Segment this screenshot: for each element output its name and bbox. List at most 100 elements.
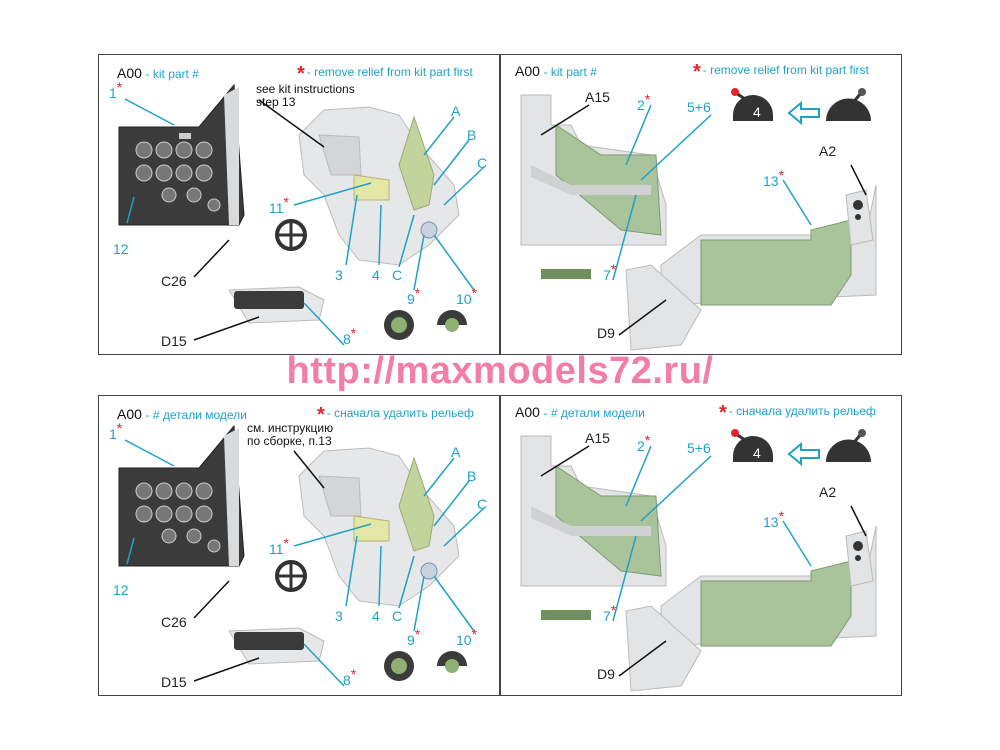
part-B-number: B — [467, 127, 476, 143]
legend-relief-text: - remove relief from kit part first — [703, 63, 869, 77]
part-1: 1* — [109, 426, 122, 442]
star-icon: * — [117, 79, 122, 95]
part-10-number: 10 — [456, 632, 472, 648]
part-C-lower-number: C — [392, 267, 402, 283]
star-icon: * — [472, 626, 477, 642]
label-A15: A15 — [585, 430, 610, 446]
part-4: 4 — [372, 608, 380, 624]
part-11-number: 11 — [269, 541, 284, 557]
part-13-number: 13 — [763, 173, 779, 189]
label-C26: C26 — [161, 614, 187, 630]
svg-text:4: 4 — [753, 445, 761, 461]
part-3-number: 3 — [335, 267, 343, 283]
part-8: 8* — [343, 331, 356, 347]
part-B: B — [467, 468, 476, 484]
star-icon: * — [415, 626, 420, 642]
part-5-6-number: 5+6 — [687, 440, 711, 456]
legend-relief: *- сначала удалить рельеф — [719, 402, 876, 425]
star-icon: * — [117, 420, 122, 436]
panel-ru-right: 4 A00 - # детали модели *- сначала удали… — [500, 395, 902, 696]
part-3: 3 — [335, 267, 343, 283]
star-icon: * — [351, 325, 356, 341]
part-7: 7* — [603, 267, 616, 283]
legend: A00 - kit part # — [117, 65, 199, 81]
instructions-note: see kit instructions step 13 — [256, 83, 355, 109]
part-10-number: 10 — [456, 291, 472, 307]
legend: A00 - # детали модели — [515, 404, 645, 420]
instructions-note: см. инструкцию по сборке, п.13 — [247, 422, 333, 448]
label-D9: D9 — [597, 666, 615, 682]
label-A15: A15 — [585, 89, 610, 105]
part-12-number: 12 — [113, 582, 129, 598]
label-D15: D15 — [161, 333, 187, 349]
part-4-number: 4 — [372, 267, 380, 283]
panel-en-left: A00 - kit part # * - remove relief from k… — [98, 54, 500, 355]
legend-relief-text: - remove relief from kit part first — [307, 65, 473, 79]
star-icon: * — [611, 261, 616, 277]
star-icon: * — [693, 61, 701, 83]
note-line-2: step 13 — [256, 96, 355, 109]
legend-relief-text: - сначала удалить рельеф — [729, 404, 876, 418]
legend: A00 - kit part # — [515, 63, 597, 79]
panel-code: A00 — [515, 63, 540, 79]
svg-text:4: 4 — [753, 104, 761, 120]
part-3: 3 — [335, 608, 343, 624]
part-C-lower: C — [392, 267, 402, 283]
part-9: 9* — [407, 291, 420, 307]
panel-code: A00 — [515, 404, 540, 420]
part-B-number: B — [467, 468, 476, 484]
part-8-number: 8 — [343, 331, 351, 347]
part-13-number: 13 — [763, 514, 779, 530]
part-7-number: 7 — [603, 608, 611, 624]
part-9: 9* — [407, 632, 420, 648]
part-13: 13* — [763, 173, 784, 189]
part-10: 10* — [456, 291, 477, 307]
part-1: 1* — [109, 85, 122, 101]
star-icon: * — [284, 194, 289, 210]
part-8: 8* — [343, 672, 356, 688]
part-9-number: 9 — [407, 632, 415, 648]
legend-part-text: - # детали модели — [544, 406, 645, 420]
part-5-6: 5+6 — [687, 440, 711, 456]
legend-relief: *- сначала удалить рельеф — [317, 404, 474, 427]
part-C-upper-number: C — [477, 496, 487, 512]
part-12-number: 12 — [113, 241, 129, 257]
part-B: B — [467, 127, 476, 143]
part-C-lower-number: C — [392, 608, 402, 624]
legend-part-text: - kit part # — [544, 65, 597, 79]
part-7-number: 7 — [603, 267, 611, 283]
legend-relief: *- remove relief from kit part first — [693, 61, 869, 84]
star-icon: * — [351, 666, 356, 682]
part-A: A — [451, 444, 460, 460]
part-C-upper: C — [477, 155, 487, 171]
label-A2: A2 — [819, 143, 836, 159]
part-8-number: 8 — [343, 672, 351, 688]
legend-part-text: - # детали модели — [146, 408, 247, 422]
part-12: 12 — [113, 582, 129, 598]
part-10: 10* — [456, 632, 477, 648]
star-icon: * — [611, 602, 616, 618]
part-4: 4 — [372, 267, 380, 283]
note-line-2: по сборке, п.13 — [247, 435, 333, 448]
part-3-number: 3 — [335, 608, 343, 624]
label-D9: D9 — [597, 325, 615, 341]
part-1-number: 1 — [109, 85, 117, 101]
part-11-number: 11 — [269, 200, 284, 216]
part-A: A — [451, 103, 460, 119]
star-icon: * — [779, 508, 784, 524]
star-icon: * — [284, 535, 289, 551]
legend-part-text: - kit part # — [146, 67, 199, 81]
label-D15: D15 — [161, 674, 187, 690]
star-icon: * — [645, 91, 650, 107]
star-icon: * — [779, 167, 784, 183]
part-11: 11* — [269, 200, 289, 216]
part-7: 7* — [603, 608, 616, 624]
part-13: 13* — [763, 514, 784, 530]
part-1-number: 1 — [109, 426, 117, 442]
part-2: 2* — [637, 438, 650, 454]
star-icon: * — [415, 285, 420, 301]
part-5-6-number: 5+6 — [687, 99, 711, 115]
part-2-number: 2 — [637, 438, 645, 454]
star-icon: * — [645, 432, 650, 448]
legend: A00 - # детали модели — [117, 406, 247, 422]
